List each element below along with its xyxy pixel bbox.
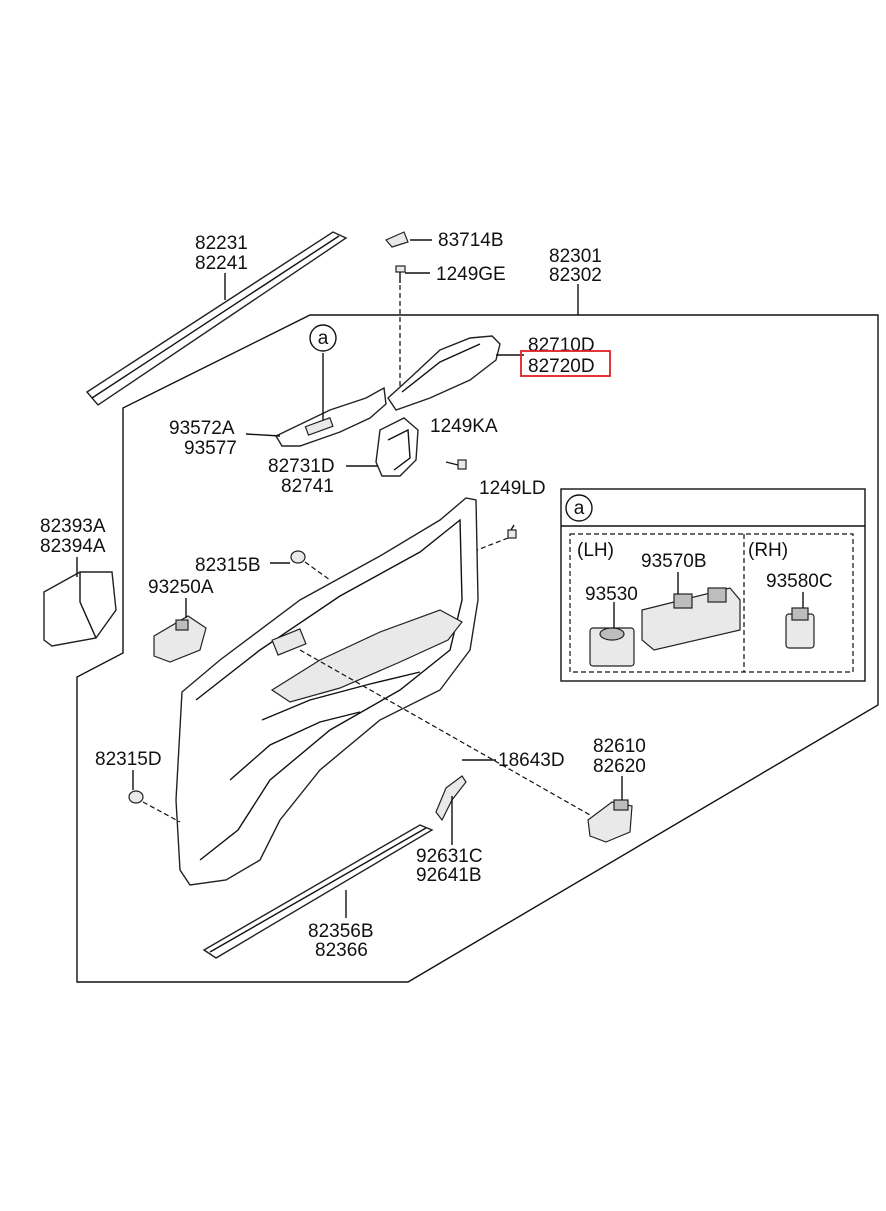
- label-1249ge: 1249GE: [436, 264, 506, 285]
- assembly-frame: [76, 314, 879, 983]
- switch-inset-dashed: [569, 533, 854, 673]
- callout-circle: [309, 324, 337, 352]
- label-93570b: 93570B: [641, 551, 707, 572]
- label-82231: 82231: [195, 233, 248, 254]
- label-18643d: 18643D: [498, 750, 565, 771]
- inset-left-label: (LH): [577, 540, 614, 561]
- label-82731d: 82731D: [268, 456, 335, 477]
- reflector-part: [435, 775, 467, 822]
- screw-1249ld-guide: [471, 537, 509, 553]
- label-93530: 93530: [585, 584, 638, 605]
- screw-1249ka-part: [445, 459, 467, 470]
- switch-bezel-part: [275, 386, 387, 447]
- label-92631c: 92631C: [416, 846, 483, 867]
- label-92641b: 92641B: [416, 865, 482, 886]
- label-93250a: 93250A: [148, 577, 214, 598]
- armrest-part: [387, 335, 501, 411]
- door-trim-panel-part: [175, 497, 479, 886]
- weatherstrip-part: [85, 231, 348, 406]
- clip-83714b-part: [385, 231, 409, 248]
- inset-callout-circle: [565, 494, 593, 522]
- label-82741: 82741: [281, 476, 334, 497]
- label-82315b: 82315B: [195, 555, 261, 576]
- lower-garnish-part: [202, 824, 434, 959]
- switch-93580c-part: [785, 607, 815, 649]
- side-cover-part: [43, 571, 117, 647]
- inset-callout-letter: a: [574, 498, 585, 519]
- callout-letter: a: [318, 328, 329, 349]
- label-82241: 82241: [195, 253, 248, 274]
- pull-handle-bracket-part: [375, 417, 419, 477]
- switch-93250a-part: [153, 615, 207, 663]
- clip-82315d-part: [128, 790, 144, 804]
- label-82610: 82610: [593, 736, 646, 757]
- leader-93572a: [245, 433, 281, 437]
- label-93577: 93577: [184, 438, 237, 459]
- label-82366: 82366: [315, 940, 368, 961]
- inset-right-label: (RH): [748, 540, 788, 561]
- label-82620: 82620: [593, 756, 646, 777]
- label-82393a: 82393A: [40, 516, 106, 537]
- screw-1249ge-part: [395, 265, 406, 283]
- label-82710d: 82710D: [528, 335, 595, 356]
- label-83714b: 83714B: [438, 230, 504, 251]
- highlight-box: [520, 350, 611, 377]
- screw-1249ld-part: [507, 524, 517, 539]
- label-93572a: 93572A: [169, 418, 235, 439]
- switch-inset-box: [560, 488, 866, 682]
- label-82301: 82301: [549, 246, 602, 267]
- label-82356b: 82356B: [308, 921, 374, 942]
- clip-82315d-guide: [142, 801, 181, 823]
- switch-93570b-part: [641, 587, 741, 651]
- label-82720d: 82720D: [528, 356, 595, 377]
- inside-handle-part: [587, 799, 633, 843]
- label-82394a: 82394A: [40, 536, 106, 557]
- label-82315d: 82315D: [95, 749, 162, 770]
- label-82302: 82302: [549, 265, 602, 286]
- label-1249ka: 1249KA: [430, 416, 498, 437]
- label-1249ld: 1249LD: [479, 478, 546, 499]
- label-93580c: 93580C: [766, 571, 833, 592]
- switch-93530-part: [589, 627, 635, 667]
- clip-82315b-guide: [304, 561, 331, 581]
- clip-82315b-part: [290, 550, 306, 564]
